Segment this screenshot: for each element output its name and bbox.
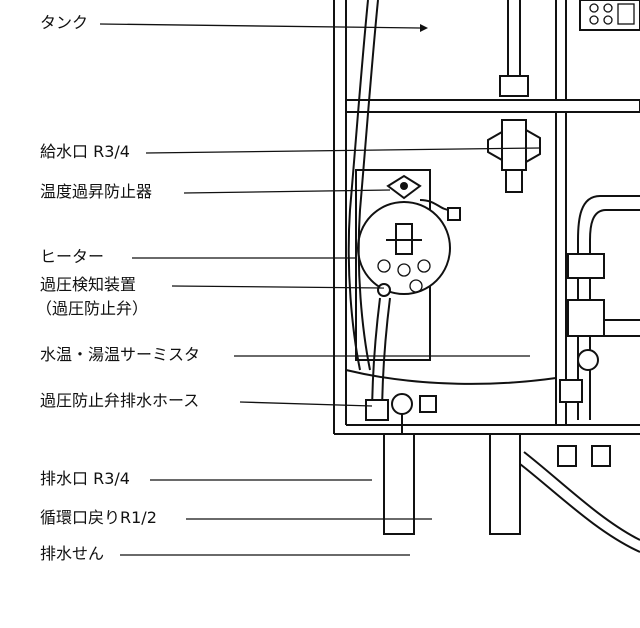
cabinet-legs [383, 433, 521, 535]
label-heater: ヒーター [40, 247, 105, 266]
overpressure-drain-hose [365, 283, 391, 421]
water-inlet-valve [487, 0, 541, 193]
label-overpressure-valve: （過圧防止弁） [36, 299, 149, 318]
label-drain-hose: 過圧防止弁排水ホース [40, 391, 200, 410]
tank-top-frame [345, 99, 640, 113]
label-overpressure-detector: 過圧検知装置 [40, 275, 137, 294]
tank-bottom [345, 369, 557, 385]
control-box [579, 0, 640, 31]
label-water-inlet: 給水口 R3/4 [40, 142, 130, 161]
heater-panel [355, 169, 451, 361]
label-thermistor: 水温・湯温サーミスタ [40, 345, 201, 364]
overheat-guard-part [386, 174, 461, 221]
leader-lines [99, 23, 541, 556]
air-vent-hose [347, 0, 379, 371]
label-overheat-guard: 温度過昇防止器 [40, 182, 153, 201]
label-tank: タンク [40, 13, 89, 32]
label-circulation-return: 循環口戻りR1/2 [40, 508, 157, 527]
right-side-piping [559, 195, 640, 420]
drain-valve-parts [391, 393, 437, 434]
bottom-fittings [519, 445, 640, 553]
label-drain-outlet: 排水口 R3/4 [40, 469, 130, 488]
label-drain-plug: 排水せん [40, 544, 105, 563]
